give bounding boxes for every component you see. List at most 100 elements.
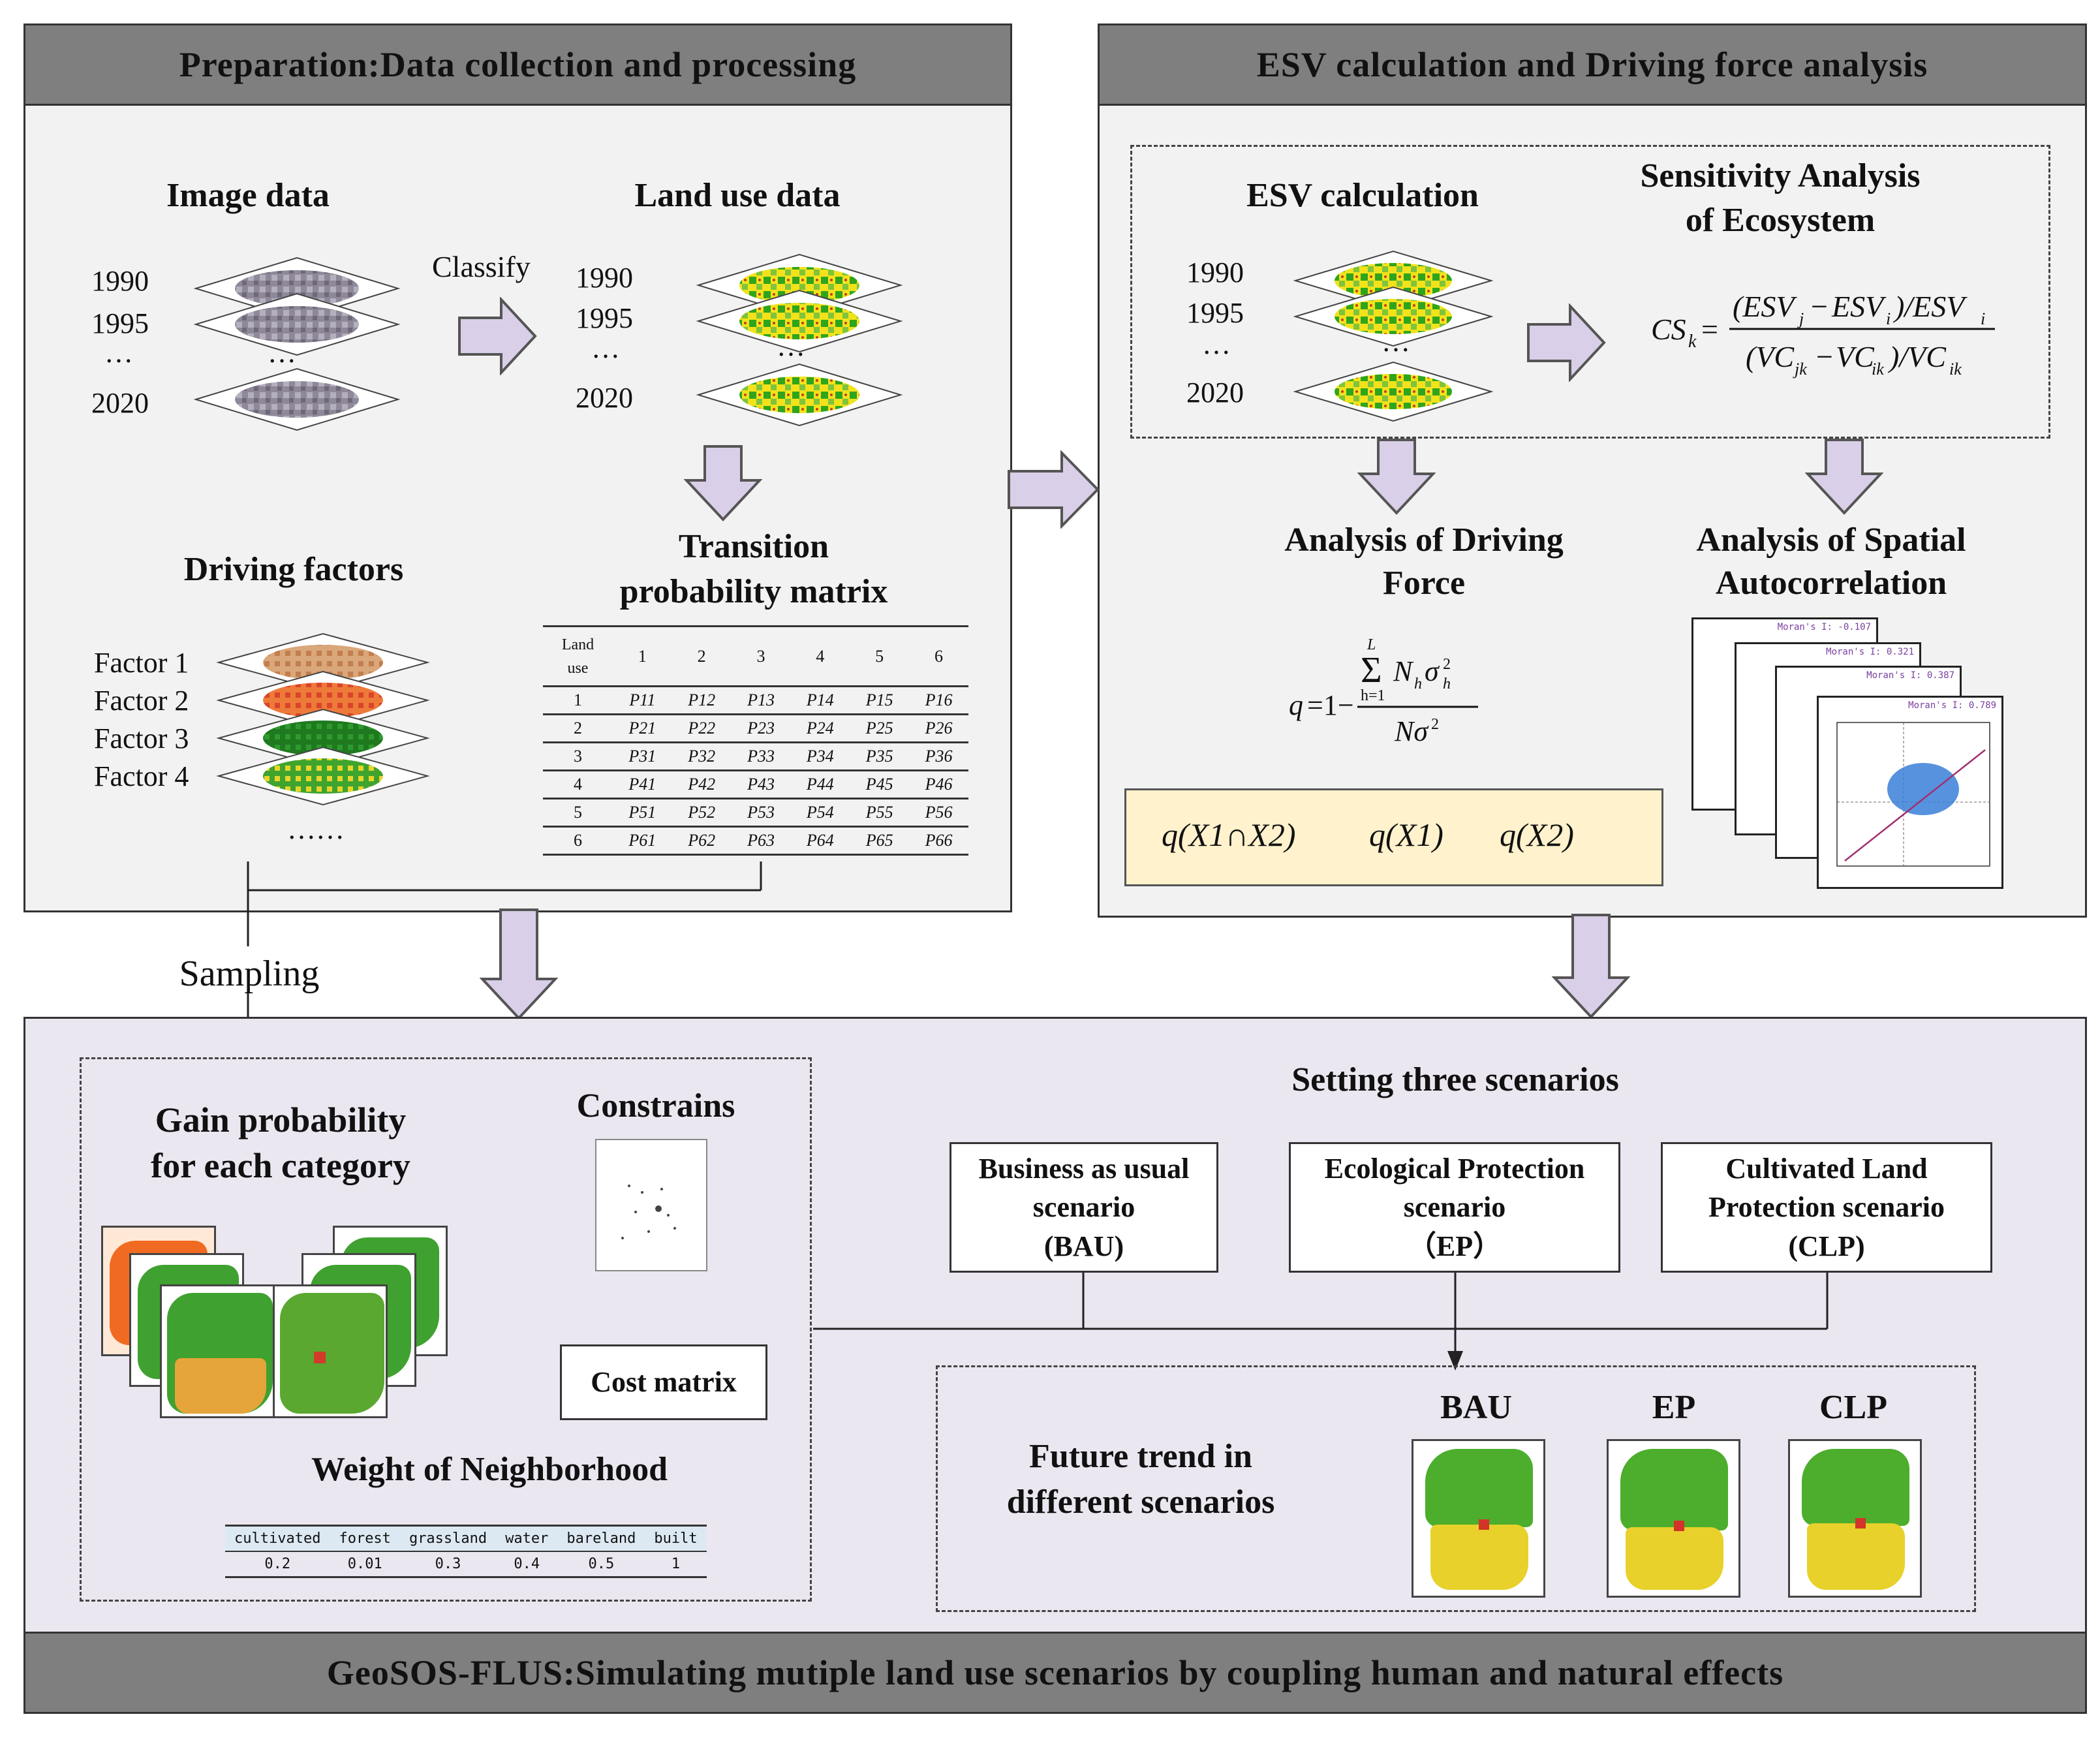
factor-layer-4 [216,746,430,806]
tpm-cell: P51 [628,803,656,822]
svg-text:ESV: ESV [1831,290,1887,323]
esv-layer-1995 [1293,286,1494,347]
svg-text:=1−: =1− [1307,689,1354,721]
tpm-cell: P55 [865,803,893,822]
tpm-col-header: 1 [638,646,647,666]
svg-text:ik: ik [1872,360,1884,379]
svg-text:CS: CS [1651,313,1686,346]
moran-label-2: Moran's I: 0.321 [1826,647,1914,657]
nb-header-cell: forest [339,1530,391,1547]
probability-map-card [273,1284,388,1418]
tpm-row-header: 3 [573,747,582,766]
svg-text:i: i [1981,309,1985,328]
tpm-cell: P56 [925,803,953,822]
outputs-dashed-group [936,1365,1976,1612]
classify-arrow-icon [458,297,537,375]
tpm-cell: P23 [747,719,775,737]
factor-layer-2 [216,670,430,730]
scenario-ep-line3: （EP） [1407,1230,1502,1262]
nb-value-cell: 0.01 [347,1556,382,1572]
moran-label-1: Moran's I: -0.107 [1777,622,1871,632]
esv-header: ESV calculation and Driving force analys… [1098,23,2087,106]
tpm-row-header: 6 [573,831,582,850]
output-map-ep [1607,1439,1740,1598]
svg-text:h: h [1414,675,1422,692]
scenario-connector [813,1273,1829,1371]
image-layer-2020 [193,367,401,431]
prep-panel [23,23,1012,912]
factor-1-label: Factor 1 [94,647,189,679]
scenario-clp-line2: Protection scenario [1708,1191,1945,1224]
scenario-bau-line1: Business as usual [978,1152,1190,1185]
scenario-ep-line1: Ecological Protection [1324,1152,1585,1185]
tpm-cell: P15 [865,691,893,709]
land-year-2020: 2020 [576,382,633,414]
tpm-cell: P11 [629,691,656,709]
land-use-data-title: Land use data [634,177,841,214]
scenario-bau-line2: scenario [1032,1191,1135,1224]
svg-text:Nσ: Nσ [1394,715,1429,747]
tpm-corner-line1: Land [561,636,594,653]
image-layer-1990 [193,256,401,320]
land-year-1990: 1990 [576,262,633,294]
tpm-cell: P12 [688,691,716,709]
driving-factor-stack [216,632,430,806]
svg-text:=: = [1701,313,1718,346]
gain-probability-title-line1: Gain probability [155,1100,407,1140]
tpm-col-header: 4 [816,646,825,666]
image-data-stack [193,256,401,431]
image-year-1995: 1995 [91,307,149,339]
esv-land-stack [1293,250,1494,422]
interaction-formula-box [1124,788,1663,886]
svg-text:2: 2 [1443,656,1451,673]
interaction-q-x1-x2: q(X1∩X2) [1162,816,1296,853]
esv-layer-2020 [1293,361,1494,422]
tpm-cell: P65 [865,831,893,850]
tpm-cell: P42 [688,775,716,794]
nb-header-cell: bareland [566,1530,636,1547]
tpm-col-header: 5 [875,646,884,666]
tpm-cell: P62 [688,831,716,850]
factor-4-label: Factor 4 [94,760,189,792]
tpm-cell: P24 [806,719,834,737]
land-use-stack [696,253,903,427]
tpm-cell: P53 [747,803,775,822]
tpm-cell: P16 [925,691,953,709]
neighborhood-weight-table: cultivated forest grassland water barela… [225,1525,707,1578]
factor-3-label: Factor 3 [94,722,189,754]
svg-text:)/ESV: )/ESV [1892,290,1968,323]
weight-neighborhood-title: Weight of Neighborhood [311,1451,668,1488]
tpm-cell: P44 [806,775,834,794]
svg-text:h: h [1443,675,1451,692]
svg-text:q: q [1289,689,1303,721]
tpm-cell: P52 [688,803,716,822]
tpm-cell: P21 [628,719,656,737]
future-trend-title-line1: Future trend in [1029,1438,1252,1475]
scenario-ep-box: Ecological Protection scenario （EP） [1289,1142,1620,1273]
interaction-q-x2: q(X2) [1500,816,1574,853]
esv-year-1990: 1990 [1186,256,1244,288]
output-label-clp: CLP [1819,1389,1887,1426]
tpm-row-header: 4 [573,775,582,794]
svg-text:−: − [1811,290,1828,323]
esv-to-sim-arrow-icon [1552,914,1630,1019]
moran-label-4: Moran's I: 0.789 [1908,700,1996,711]
svg-text:VC: VC [1836,340,1875,373]
image-year-1990: 1990 [91,265,149,297]
scenario-clp-line3: (CLP) [1788,1230,1865,1262]
tpm-col-header: 6 [934,646,944,666]
nb-header-cell: built [654,1530,698,1547]
tpm-cell: P41 [628,775,656,794]
nb-header-cell: grassland [409,1530,487,1547]
prep-to-sim-arrow-icon [480,908,558,1020]
sensitivity-title-line2: of Ecosystem [1685,202,1876,239]
nb-header-cell: cultivated [234,1530,321,1547]
moran-plot-4: Moran's I: 0.789 [1817,696,2003,889]
nb-value-cell: 0.3 [435,1556,461,1572]
svg-text:−: − [1816,340,1833,373]
constraint-map-dots [621,1185,676,1239]
simulation-header: GeoSOS-FLUS:Simulating mutiple land use … [23,1632,2087,1714]
scenario-clp-line1: Cultivated Land [1725,1152,1928,1185]
